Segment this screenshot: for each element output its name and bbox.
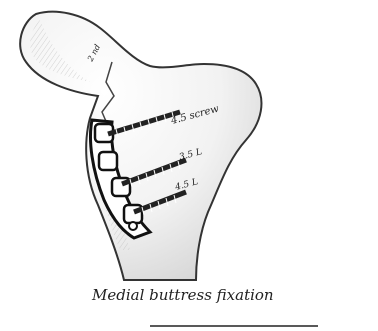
caption: Medial buttress fixation — [91, 286, 274, 304]
